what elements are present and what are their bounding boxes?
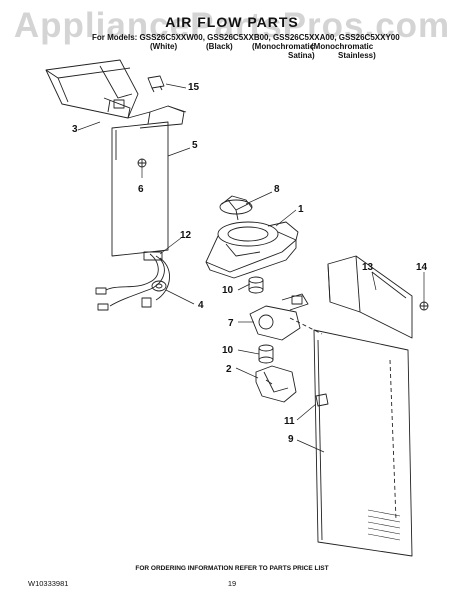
callout-5: 5 <box>192 140 198 151</box>
part-6-screw <box>137 158 147 168</box>
callout-12: 12 <box>180 230 192 241</box>
ordering-note: FOR ORDERING INFORMATION REFER TO PARTS … <box>135 565 329 572</box>
part-8-fan-motor <box>219 195 253 221</box>
part-13-screw <box>419 301 429 311</box>
part-10-grommet-lower <box>258 344 274 364</box>
part-2-bracket <box>255 365 297 403</box>
callout-10-lower: 10 <box>222 345 234 356</box>
callout-2: 2 <box>226 364 232 375</box>
part-9-rear-panel <box>313 329 413 557</box>
callout-1: 1 <box>298 204 304 215</box>
callout-7: 7 <box>228 318 234 329</box>
callout-11: 11 <box>284 416 295 427</box>
page-title: AIR FLOW PARTS <box>165 14 299 30</box>
part-1-air-tower-housing <box>205 221 299 279</box>
part-12-wire-harness <box>95 251 170 311</box>
callout-14: 13 <box>362 262 374 273</box>
callout-4: 4 <box>198 300 204 311</box>
callout-10-upper: 10 <box>222 285 234 296</box>
callout-15: 15 <box>188 82 200 93</box>
callout-8: 8 <box>274 184 280 195</box>
part-14-cover-top <box>327 255 413 339</box>
part-7-damper-motor <box>249 293 309 341</box>
models-line: For Models: GSS26C5XXW00, GSS26C5XXB00, … <box>92 33 400 42</box>
doc-number: W10333981 <box>28 579 69 588</box>
callout-3: 3 <box>72 124 78 135</box>
color-header-satina: Satina) <box>288 51 315 60</box>
part-3-damper-housing <box>45 59 187 129</box>
part-5-panel <box>111 121 169 257</box>
color-header-mono-stainless: (Monochromatic <box>311 42 374 51</box>
callout-9: 9 <box>288 434 294 445</box>
callout-13: 14 <box>416 262 428 273</box>
part-15-clip <box>147 75 165 93</box>
color-header-white: (White) <box>150 42 178 51</box>
part-11-clip <box>315 393 329 407</box>
color-header-stainless: Stainless) <box>338 51 376 60</box>
page-number: 19 <box>227 579 237 588</box>
part-10-grommet-upper <box>248 276 264 294</box>
callout-6: 6 <box>138 184 144 195</box>
color-header-mono-satina: (Monochromatic <box>252 42 315 51</box>
part-4-connector <box>151 280 167 292</box>
watermark: AppliancePartsPros.com <box>13 6 451 45</box>
color-header-black: (Black) <box>206 42 233 51</box>
